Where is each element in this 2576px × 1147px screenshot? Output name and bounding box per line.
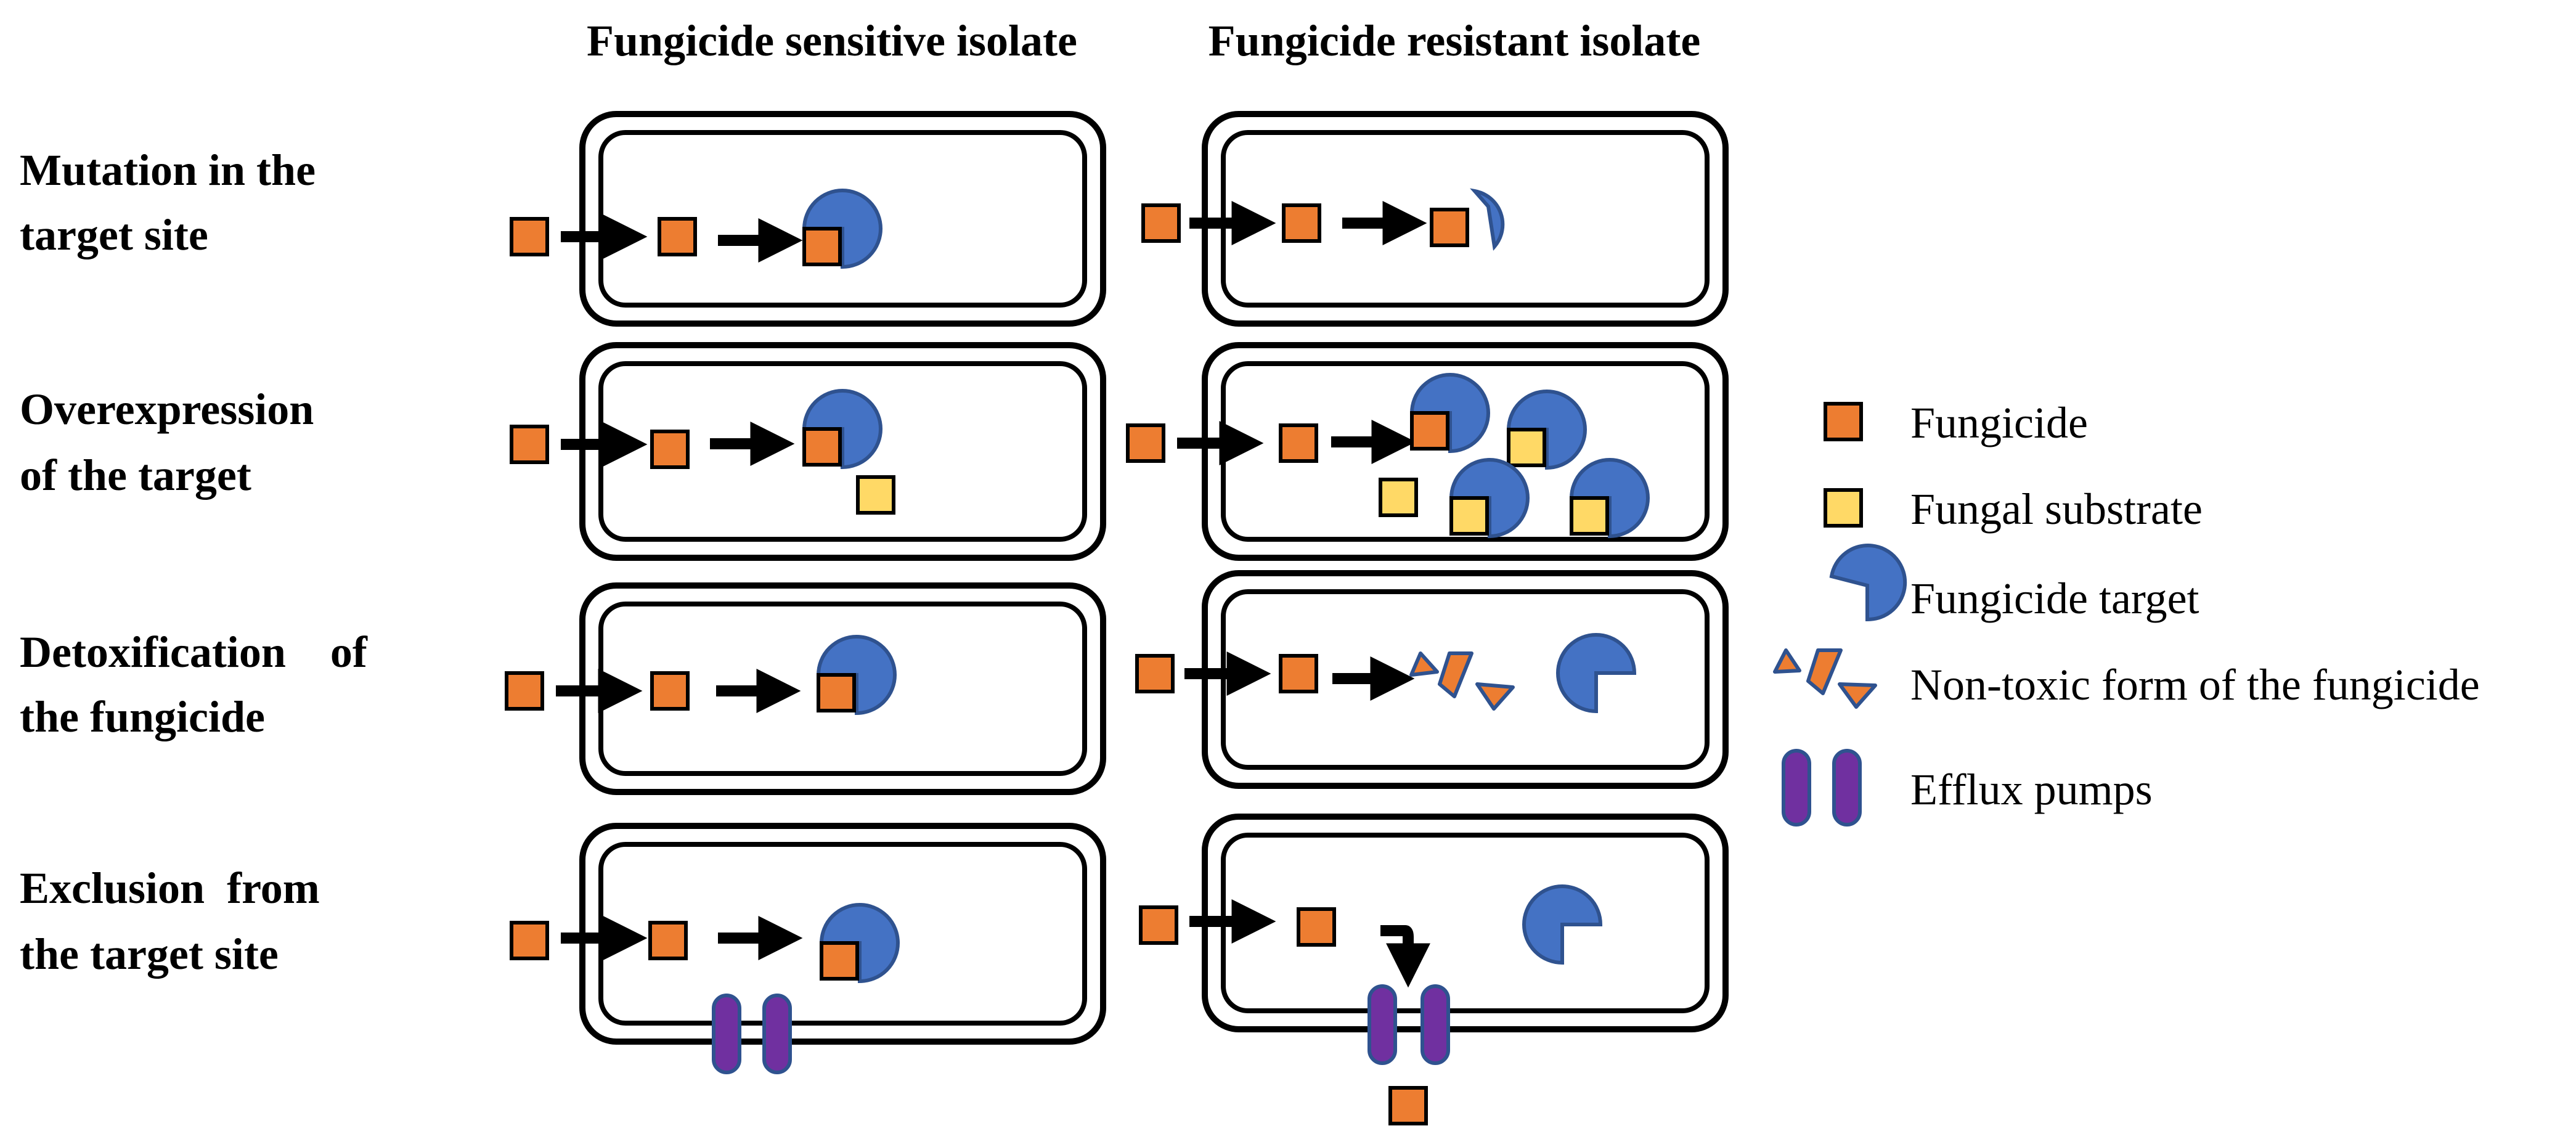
legend-label: Non-toxic form of the fungicide xyxy=(1910,660,2480,709)
row-label-detoxification: Detoxification of the fungicide xyxy=(20,627,368,741)
fungicide-target-pacman-icon xyxy=(1449,458,1530,539)
sensitive-mutation-content xyxy=(510,189,882,269)
row-label-line1: Exclusion from xyxy=(20,863,320,913)
fungicide-target-pacman-icon xyxy=(802,389,882,470)
efflux-pump-icon xyxy=(1782,749,1811,827)
fungicide-square-icon xyxy=(1139,905,1178,945)
sensitive-overexpression-content xyxy=(510,389,895,515)
fungicide-square-icon xyxy=(1141,203,1181,243)
fungicide-target-pacman-icon xyxy=(819,903,900,984)
fungicide-square-icon xyxy=(1410,411,1449,451)
row-label-line1: Mutation in the xyxy=(20,145,316,195)
fungal-substrate-square-icon xyxy=(1449,496,1489,536)
legend-item-efflux-pumps: Efflux pumps xyxy=(1782,749,2153,827)
fungicide-square-icon xyxy=(1279,423,1318,463)
legend-item-fungicide-target: Fungicide target xyxy=(1829,544,2199,623)
resistant-exclusion-content xyxy=(1139,884,1603,1125)
fungicide-target-pacman-icon xyxy=(1409,373,1490,454)
fungicide-square-icon xyxy=(650,430,690,469)
fungicide-square-icon xyxy=(817,673,856,712)
efflux-pump-icon xyxy=(1367,984,1397,1065)
cell-resistant-detoxification xyxy=(1202,570,1729,789)
non-toxic-fragments-icon xyxy=(1773,648,1877,709)
legend-label: Efflux pumps xyxy=(1910,765,2153,814)
fungal-substrate-square-icon xyxy=(1824,488,1863,528)
cell-resistant-exclusion xyxy=(1202,814,1729,1032)
row-label-overexpression: Overexpression of the target xyxy=(20,385,314,500)
fungicide-square-icon xyxy=(1126,423,1165,463)
fungicide-square-icon xyxy=(802,427,842,467)
fungicide-square-icon xyxy=(1282,203,1321,243)
efflux-pump-icon xyxy=(712,994,741,1074)
legend-label: Fungicide target xyxy=(1910,574,2199,623)
sensitive-detoxification-content xyxy=(505,635,897,716)
resistant-mutation-content xyxy=(1141,188,1505,251)
efflux-pump-icon xyxy=(1832,749,1862,827)
legend-label: Fungicide xyxy=(1910,398,2088,447)
fungicide-square-icon xyxy=(648,921,688,960)
row-label-line1: Detoxification of xyxy=(20,627,368,677)
fungal-substrate-square-icon xyxy=(1379,478,1418,517)
sensitive-exclusion-content xyxy=(510,903,900,1074)
fungal-substrate-square-icon xyxy=(1570,496,1609,536)
fungicide-target-pacman-icon xyxy=(1506,390,1587,470)
cell-sensitive-overexpression xyxy=(579,342,1106,561)
fungicide-square-icon xyxy=(802,227,842,266)
row-label-line2: the fungicide xyxy=(20,692,265,741)
fungal-substrate-square-icon xyxy=(856,475,895,515)
mutated-target-icon xyxy=(1470,188,1505,251)
resistant-detoxification-content xyxy=(1135,633,1637,714)
legend-item-non-toxic-form: Non-toxic form of the fungicide xyxy=(1773,648,2480,709)
row-label-line2: of the target xyxy=(20,451,251,500)
resistant-overexpression-content xyxy=(1126,373,1650,539)
fungicide-square-icon xyxy=(510,425,549,464)
fungicide-square-icon xyxy=(1135,654,1175,693)
fungicide-target-pacman-icon xyxy=(816,635,897,716)
header-resistant-isolate: Fungicide resistant isolate xyxy=(1209,16,1701,65)
fungicide-square-icon xyxy=(650,671,690,711)
fungicide-square-icon xyxy=(820,941,859,981)
row-label-line2: target site xyxy=(20,210,208,259)
fungicide-target-pacman-icon xyxy=(1569,458,1650,539)
fungicide-square-icon xyxy=(510,217,549,256)
row-label-exclusion: Exclusion from the target site xyxy=(20,863,320,979)
efflux-pump-icon xyxy=(1420,984,1450,1065)
fungicide-square-icon xyxy=(1297,907,1336,947)
fungicide-square-icon xyxy=(1279,654,1318,693)
cell-sensitive-mutation xyxy=(579,111,1106,327)
row-label-line2: the target site xyxy=(20,929,279,979)
legend-item-fungal-substrate: Fungal substrate xyxy=(1824,484,2203,534)
fungal-substrate-square-icon xyxy=(1507,428,1546,467)
fungicide-target-pacman-icon xyxy=(1829,544,1907,622)
legend: Fungicide Fungal substrate Fungicide tar… xyxy=(1773,398,2480,827)
fungicide-target-pacman-icon xyxy=(1522,884,1603,965)
fungicide-square-icon xyxy=(1824,402,1863,441)
fungicide-square-icon xyxy=(505,671,544,711)
fungicide-target-pacman-icon xyxy=(802,189,882,269)
row-label-line1: Overexpression xyxy=(20,385,314,434)
fungicide-square-icon xyxy=(1388,1086,1428,1125)
row-label-mutation: Mutation in the target site xyxy=(20,145,316,259)
non-toxic-fragments-icon xyxy=(1409,651,1515,711)
fungicide-target-pacman-icon xyxy=(1556,633,1637,714)
efflux-pump-icon xyxy=(762,994,792,1074)
fungicide-square-icon xyxy=(658,217,697,256)
header-sensitive-isolate: Fungicide sensitive isolate xyxy=(587,16,1077,65)
legend-item-fungicide: Fungicide xyxy=(1824,398,2088,447)
legend-label: Fungal substrate xyxy=(1910,484,2203,534)
bent-arrow-icon xyxy=(1380,925,1430,988)
fungicide-square-icon xyxy=(1430,208,1469,247)
fungicide-square-icon xyxy=(510,921,549,960)
